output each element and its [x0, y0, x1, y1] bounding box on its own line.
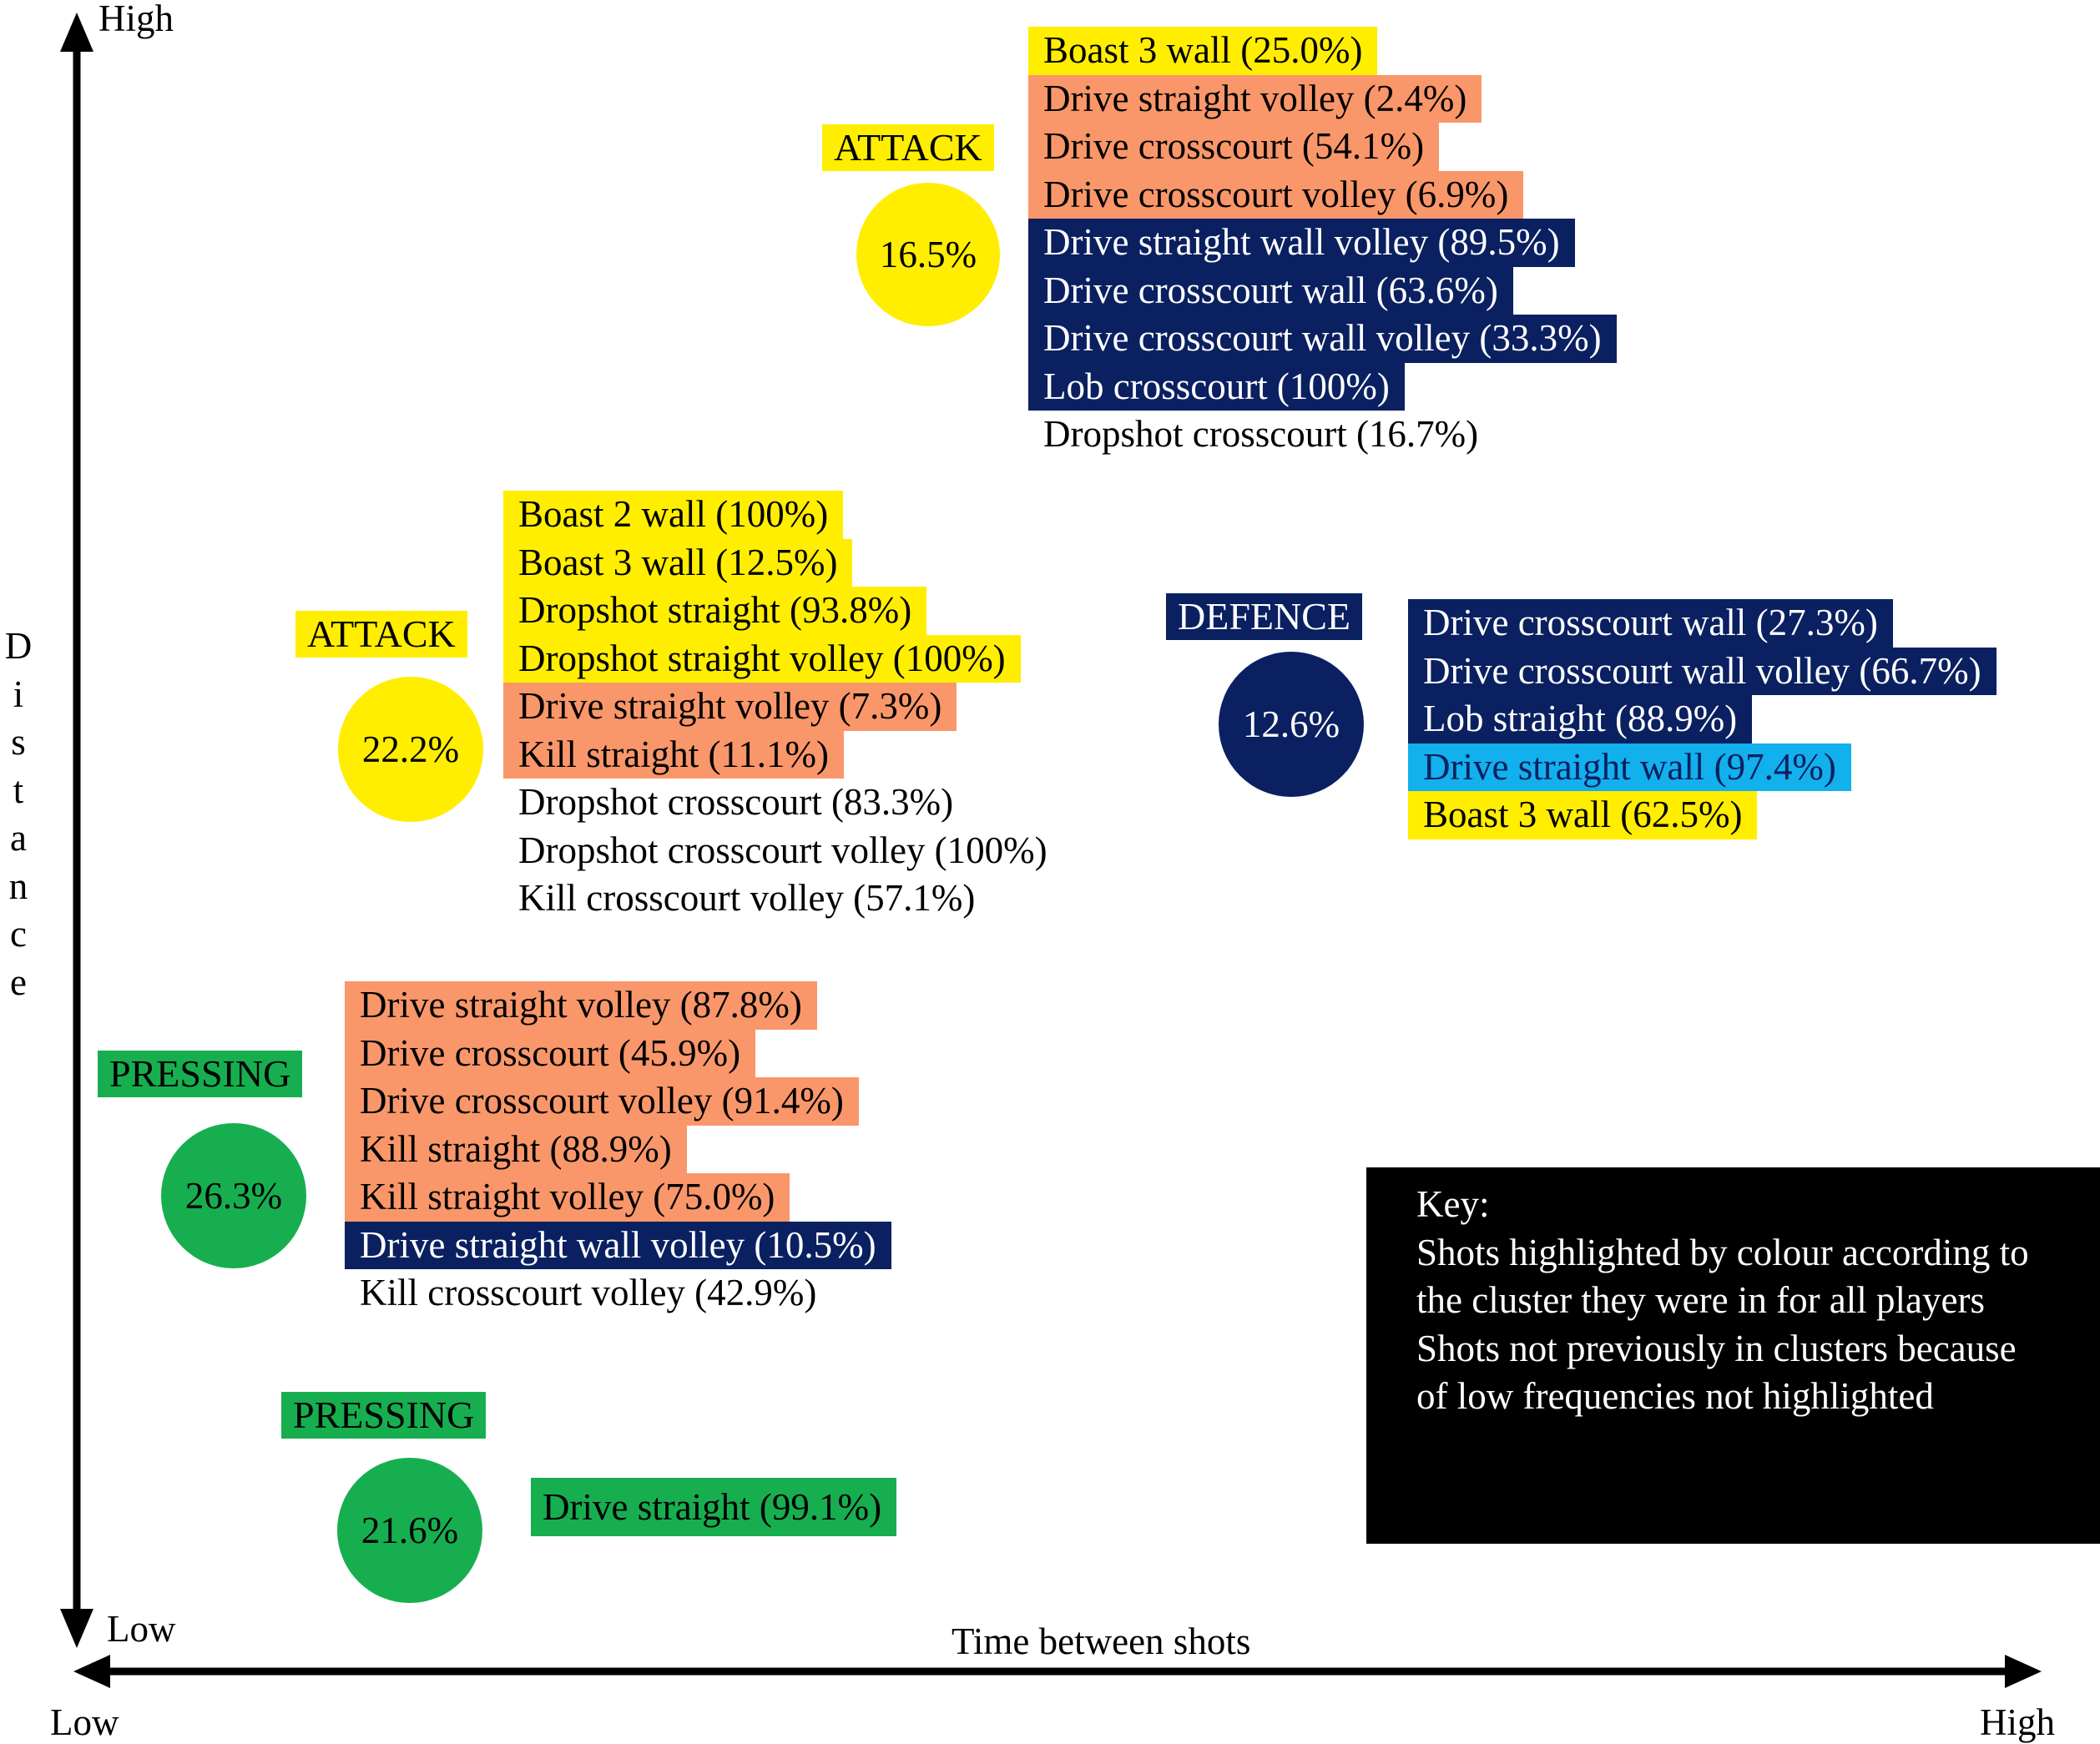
y-axis-label-letter: a	[10, 817, 27, 859]
x-axis-low-label: Low	[50, 1701, 119, 1743]
cluster-percent: 21.6%	[361, 1510, 459, 1551]
key-line-highlighted: Shots highlighted by colour according to…	[1416, 1231, 2029, 1322]
shot-item: Drive crosscourt wall (27.3%)	[1408, 599, 1893, 648]
shot-item: Dropshot crosscourt (16.7%)	[1043, 413, 1479, 455]
y-axis-label-letter: D	[4, 625, 33, 667]
x-axis-label: Time between shots	[952, 1621, 1251, 1662]
shot-item: Drive crosscourt (45.9%)	[345, 1029, 756, 1077]
shot-item: Dropshot straight volley (100%)	[503, 634, 1021, 683]
shot-list-pressing-1: Drive straight volley (87.8%)Drive cross…	[345, 981, 891, 1318]
y-axis-arrow-down	[60, 1609, 93, 1648]
shot-item: Lob crosscourt (100%)	[1028, 362, 1405, 411]
cluster-percent: 16.5%	[879, 234, 977, 275]
cluster-circle-pressing-1: 26.3%	[161, 1123, 306, 1268]
shot-item: Dropshot crosscourt (83.3%)	[518, 781, 954, 823]
shot-item: Drive straight volley (7.3%)	[503, 683, 957, 731]
y-axis-label-letter: n	[8, 864, 28, 907]
shot-item: Kill crosscourt volley (42.9%)	[360, 1272, 817, 1313]
y-axis-label-letter: e	[10, 960, 27, 1003]
shot-item: Drive crosscourt volley (91.4%)	[345, 1077, 859, 1126]
shot-item: Drive crosscourt wall volley (33.3%)	[1028, 315, 1617, 363]
x-axis-high-label: High	[1980, 1701, 2055, 1743]
shot-item: Lob straight (88.9%)	[1408, 695, 1753, 743]
cluster-circle-attack-1: 16.5%	[856, 183, 1000, 326]
y-axis-label-letter: s	[11, 721, 26, 763]
key-line-not-highlighted: Shots not previously in clusters because…	[1416, 1327, 2017, 1418]
y-axis-label-letter: c	[10, 913, 27, 955]
cluster-tag-defence: DEFENCE	[1166, 593, 1362, 640]
shot-item: Boast 2 wall (100%)	[503, 491, 844, 539]
cluster-tag-pressing-1: PRESSING	[98, 1051, 303, 1097]
y-axis-low-label: Low	[107, 1608, 176, 1650]
shot-list-attack-1: Boast 3 wall (25.0%)Drive straight volle…	[1028, 27, 1617, 459]
cluster-circle-defence: 12.6%	[1219, 652, 1364, 797]
shot-item: Drive crosscourt (54.1%)	[1028, 123, 1440, 171]
key-title: Key:	[1416, 1183, 1490, 1225]
cluster-percent: 12.6%	[1242, 703, 1340, 745]
shot-item: Boast 3 wall (25.0%)	[1028, 27, 1378, 75]
y-axis-label-letter: i	[13, 673, 24, 715]
shot-item: Drive straight (99.1%)	[531, 1478, 897, 1536]
x-axis-arrow-left	[73, 1655, 110, 1688]
shot-item: Drive straight wall (97.4%)	[1408, 743, 1851, 791]
shot-item: Kill straight (88.9%)	[345, 1125, 687, 1173]
shot-item: Drive straight wall volley (89.5%)	[1028, 219, 1575, 267]
x-axis-arrow-right	[2005, 1655, 2042, 1688]
key-box: Key: Shots highlighted by colour accordi…	[1366, 1167, 2100, 1544]
shot-item: Kill crosscourt volley (57.1%)	[518, 877, 976, 919]
cluster-circle-attack-2: 22.2%	[338, 677, 483, 822]
shot-list-attack-2: Boast 2 wall (100%)Boast 3 wall (12.5%)D…	[503, 491, 1063, 923]
shot-item: Boast 3 wall (62.5%)	[1408, 791, 1758, 839]
cluster-tag-attack-1: ATTACK	[822, 124, 994, 171]
shot-item: Drive straight volley (87.8%)	[345, 981, 817, 1030]
shot-item: Kill straight (11.1%)	[503, 730, 845, 779]
shot-list-defence: Drive crosscourt wall (27.3%)Drive cross…	[1408, 599, 1997, 839]
shot-item: Drive crosscourt volley (6.9%)	[1028, 170, 1524, 219]
shot-item: Drive straight volley (2.4%)	[1028, 74, 1482, 123]
shot-item: Kill straight volley (75.0%)	[345, 1173, 790, 1222]
shot-list-pressing-2: Drive straight (99.1%)	[531, 1478, 897, 1536]
shot-item: Drive crosscourt wall volley (66.7%)	[1408, 647, 1997, 695]
y-axis-high-label: High	[98, 0, 174, 39]
shot-item: Dropshot straight (93.8%)	[503, 587, 927, 635]
cluster-circle-pressing-2: 21.6%	[337, 1458, 482, 1603]
cluster-tag-attack-2: ATTACK	[295, 611, 467, 658]
y-axis-arrow-up	[60, 13, 93, 52]
cluster-percent: 22.2%	[361, 728, 460, 770]
y-axis-label-letter: t	[13, 769, 24, 811]
shot-item: Drive crosscourt wall (63.6%)	[1028, 266, 1513, 315]
shot-item: Drive straight wall volley (10.5%)	[345, 1221, 891, 1269]
shot-item: Dropshot crosscourt volley (100%)	[518, 829, 1047, 871]
shot-item: Boast 3 wall (12.5%)	[503, 538, 853, 587]
cluster-percent: 26.3%	[184, 1175, 283, 1217]
cluster-tag-pressing-2: PRESSING	[281, 1392, 487, 1439]
